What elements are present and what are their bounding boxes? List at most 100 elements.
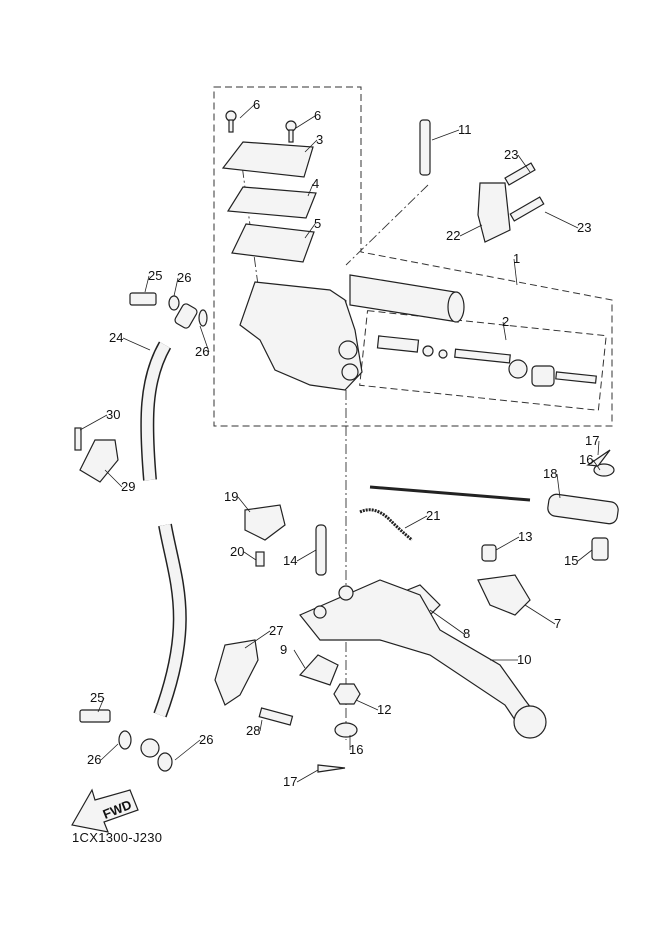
assembly-box-2	[359, 310, 607, 411]
part-callout: 30	[106, 407, 120, 422]
part-callout: 5	[314, 216, 321, 231]
leader-line	[199, 325, 210, 353]
washer-16	[593, 463, 615, 477]
part-callout: 17	[283, 774, 297, 789]
part-callout: 26	[199, 732, 213, 747]
leader-line	[244, 630, 271, 649]
leader-line	[524, 604, 556, 625]
leader-line	[513, 258, 518, 286]
part-callout: 15	[564, 553, 578, 568]
bracket-18	[547, 493, 619, 525]
part-callout: 28	[246, 723, 260, 738]
part-callout: 27	[269, 623, 283, 638]
part-callout: 22	[446, 228, 460, 243]
part-callout: 12	[377, 702, 391, 717]
leader-line	[237, 496, 251, 513]
gasket-26	[157, 752, 173, 772]
part-callout: 2	[502, 314, 509, 329]
part-callout: 21	[426, 508, 440, 523]
part-callout: 13	[518, 529, 532, 544]
gasket-26	[168, 295, 180, 311]
leader-line	[307, 183, 314, 197]
screw-6	[285, 120, 297, 143]
leader-line	[544, 211, 579, 229]
leader-line	[173, 277, 179, 297]
pin-14	[315, 524, 327, 576]
part-callout: 7	[554, 616, 561, 631]
screw-28	[258, 707, 294, 726]
leader-line	[304, 223, 316, 239]
washer-16	[334, 722, 358, 738]
collar-13	[481, 544, 497, 562]
part-callout: 19	[224, 489, 238, 504]
leader-line	[243, 551, 257, 561]
bolt-23	[504, 162, 536, 186]
leader-line	[259, 719, 263, 732]
part-callout: 29	[121, 479, 135, 494]
leader-line	[296, 549, 317, 562]
spring-21	[359, 508, 413, 542]
part-callout: 26	[195, 344, 209, 359]
leader-line	[502, 321, 507, 341]
leader-line	[293, 649, 306, 669]
part-callout: 8	[463, 626, 470, 641]
leader-line	[104, 469, 123, 488]
gasket-26	[118, 730, 132, 750]
leader-line	[577, 549, 593, 562]
clamp-29	[79, 439, 119, 483]
cotter-pin-17	[586, 449, 611, 467]
leader-line	[79, 414, 108, 431]
leader-line	[296, 769, 319, 783]
part-callout: 6	[314, 108, 321, 123]
leader-line	[459, 224, 483, 237]
part-callout: 20	[230, 544, 244, 559]
cam-9	[298, 654, 339, 686]
union-bolt-25	[79, 709, 111, 723]
leader-line	[295, 115, 316, 129]
part-callout: 9	[280, 642, 287, 657]
part-callout: 24	[109, 330, 123, 345]
holder-22	[477, 182, 511, 243]
part-callout: 18	[543, 466, 557, 481]
union-bolt-25	[129, 292, 157, 306]
diagram-code: 1CX1300-J230	[72, 830, 163, 845]
fwd-arrow-icon: FWD	[71, 788, 139, 833]
part-callout: 11	[458, 122, 472, 137]
part-callout: 23	[577, 220, 591, 235]
part-callout: 6	[253, 97, 260, 112]
gasket-26	[198, 309, 208, 327]
leader-line	[304, 139, 318, 153]
part-callout: 1	[513, 251, 520, 266]
part-callout: 26	[87, 752, 101, 767]
part-callout: 25	[148, 268, 162, 283]
leader-line	[97, 697, 105, 713]
part-callout: 26	[177, 270, 191, 285]
part-callout: 10	[517, 652, 531, 667]
screw-20	[255, 551, 265, 567]
screw-6	[225, 110, 237, 133]
leader-line	[122, 337, 151, 351]
part-callout: 25	[90, 690, 104, 705]
collar-15	[591, 537, 609, 561]
nut-12	[333, 683, 361, 705]
leader-line	[144, 275, 150, 293]
assembly-box-1	[213, 86, 613, 427]
leader-line	[495, 536, 520, 551]
cotter-pin-17	[317, 764, 346, 773]
part-callout: 16	[579, 452, 593, 467]
leader-line	[431, 129, 460, 141]
leader-line	[592, 459, 601, 471]
bracket-27	[214, 639, 259, 706]
leader-line	[100, 743, 119, 761]
bolt-23	[509, 196, 545, 222]
pivot-bolt-11	[419, 119, 431, 176]
diaphragm-plate-4	[226, 186, 317, 219]
adjuster-7	[477, 574, 531, 616]
leader-line	[517, 154, 531, 173]
part-callout: 16	[349, 742, 363, 757]
leader-line	[174, 739, 201, 761]
switch-19	[244, 504, 286, 541]
leader-line	[597, 440, 600, 456]
